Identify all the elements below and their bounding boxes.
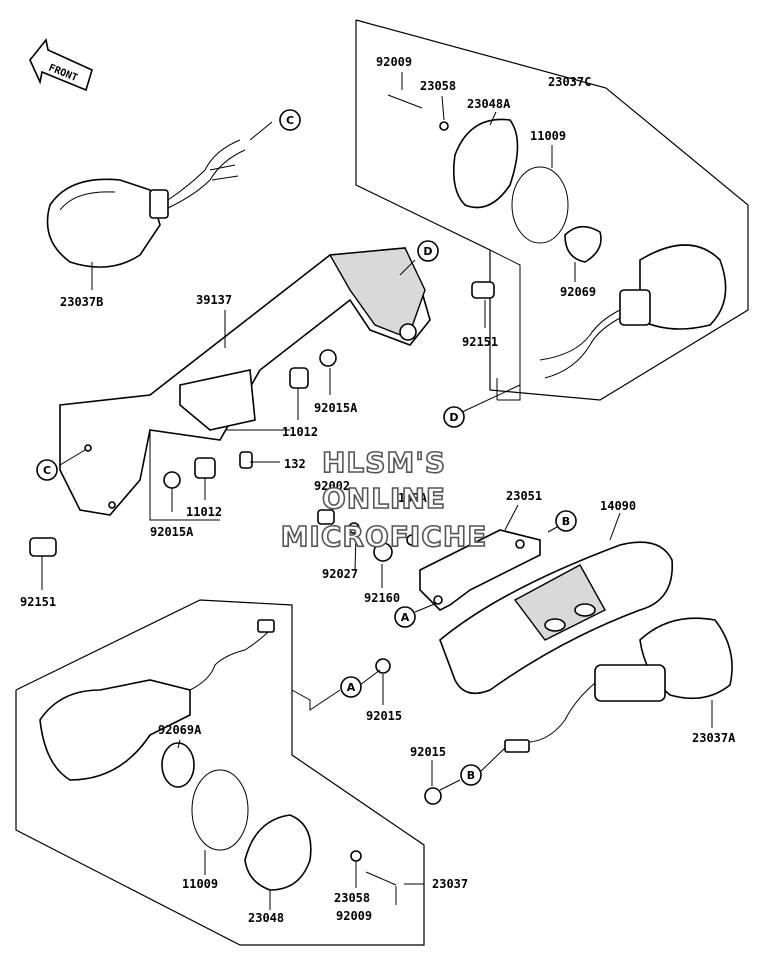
fasteners <box>29 281 495 805</box>
callout-a-mid: A <box>340 676 362 698</box>
part-92160: 92160 <box>364 591 400 605</box>
group-box-23037C <box>355 19 749 401</box>
part-132: 132 <box>284 457 306 471</box>
callout-c-top-label: C <box>286 114 294 127</box>
watermark-line-2: ONLINE <box>322 482 446 515</box>
part-23058-bot: 23058 <box>334 891 370 905</box>
part-23037A: 23037A <box>692 731 736 745</box>
part-92015A-bot: 92015A <box>150 525 194 539</box>
callout-a-mid-label: A <box>347 681 356 694</box>
watermark: HLSM'S ONLINE MICROFICHE <box>280 445 488 554</box>
part-23048: 23048 <box>248 911 284 925</box>
part-11012-top: 11012 <box>282 425 318 439</box>
callout-c-top: C <box>279 109 301 131</box>
part-92027: 92027 <box>322 567 358 581</box>
front-arrow-icon: FRONT <box>29 38 93 92</box>
turn-signal-23037B <box>46 139 246 268</box>
part-14090: 14090 <box>600 499 636 513</box>
part-23037C: 23037C <box>548 75 591 89</box>
part-92151-right: 92151 <box>462 335 498 349</box>
part-92069A: 92069A <box>158 723 202 737</box>
part-92009-bot: 92009 <box>336 909 372 923</box>
callout-b-top: B <box>555 510 577 532</box>
tail-housing-14090 <box>439 541 673 695</box>
turn-signal-23037A <box>504 617 733 753</box>
part-23048A: 23048A <box>467 97 511 111</box>
part-92015-bot: 92015 <box>410 745 446 759</box>
callout-b-bot-label: B <box>467 769 475 782</box>
part-23037: 23037 <box>432 877 468 891</box>
callout-c-left-label: C <box>43 464 51 477</box>
part-23058-top: 23058 <box>420 79 456 93</box>
watermark-line-1: HLSM'S <box>322 446 446 479</box>
part-23037B: 23037B <box>60 295 103 309</box>
part-92015A-top: 92015A <box>314 401 358 415</box>
part-labels: 92009 23058 23048A 23037C 11009 92069 23… <box>20 55 736 925</box>
part-92069: 92069 <box>560 285 596 299</box>
callout-d-top-label: D <box>423 245 432 258</box>
part-11009-bot: 11009 <box>182 877 218 891</box>
part-11012-bot: 11012 <box>186 505 222 519</box>
sub-box-bracket-top <box>489 249 521 401</box>
callout-b-bot: B <box>460 764 482 786</box>
part-11009-top: 11009 <box>530 129 566 143</box>
part-132A: 132A <box>398 491 428 505</box>
bracket-arm-39137 <box>59 247 431 516</box>
part-92002: 92002 <box>314 479 350 493</box>
callout-c-left: C <box>36 459 58 481</box>
part-92015-mid: 92015 <box>366 709 402 723</box>
sub-box-bracket-lower <box>291 689 341 711</box>
callout-a-top: A <box>394 606 416 628</box>
callout-b-top-label: B <box>562 515 570 528</box>
callout-d-top: D <box>417 240 439 262</box>
callout-d-right: D <box>443 406 465 428</box>
part-92151-left: 92151 <box>20 595 56 609</box>
group-box-23037 <box>15 599 425 946</box>
turn-signal-23037 <box>39 619 397 891</box>
sub-box-bracket-left <box>149 410 220 521</box>
bracket-plate-23051 <box>419 529 541 611</box>
callout-a-top-label: A <box>401 611 410 624</box>
part-39137: 39137 <box>196 293 232 307</box>
part-23051: 23051 <box>506 489 542 503</box>
part-92009-top: 92009 <box>376 55 412 69</box>
watermark-line-3: MICROFICHE <box>281 520 488 553</box>
turn-signal-23037C <box>387 94 727 379</box>
callout-d-right-label: D <box>449 411 458 424</box>
